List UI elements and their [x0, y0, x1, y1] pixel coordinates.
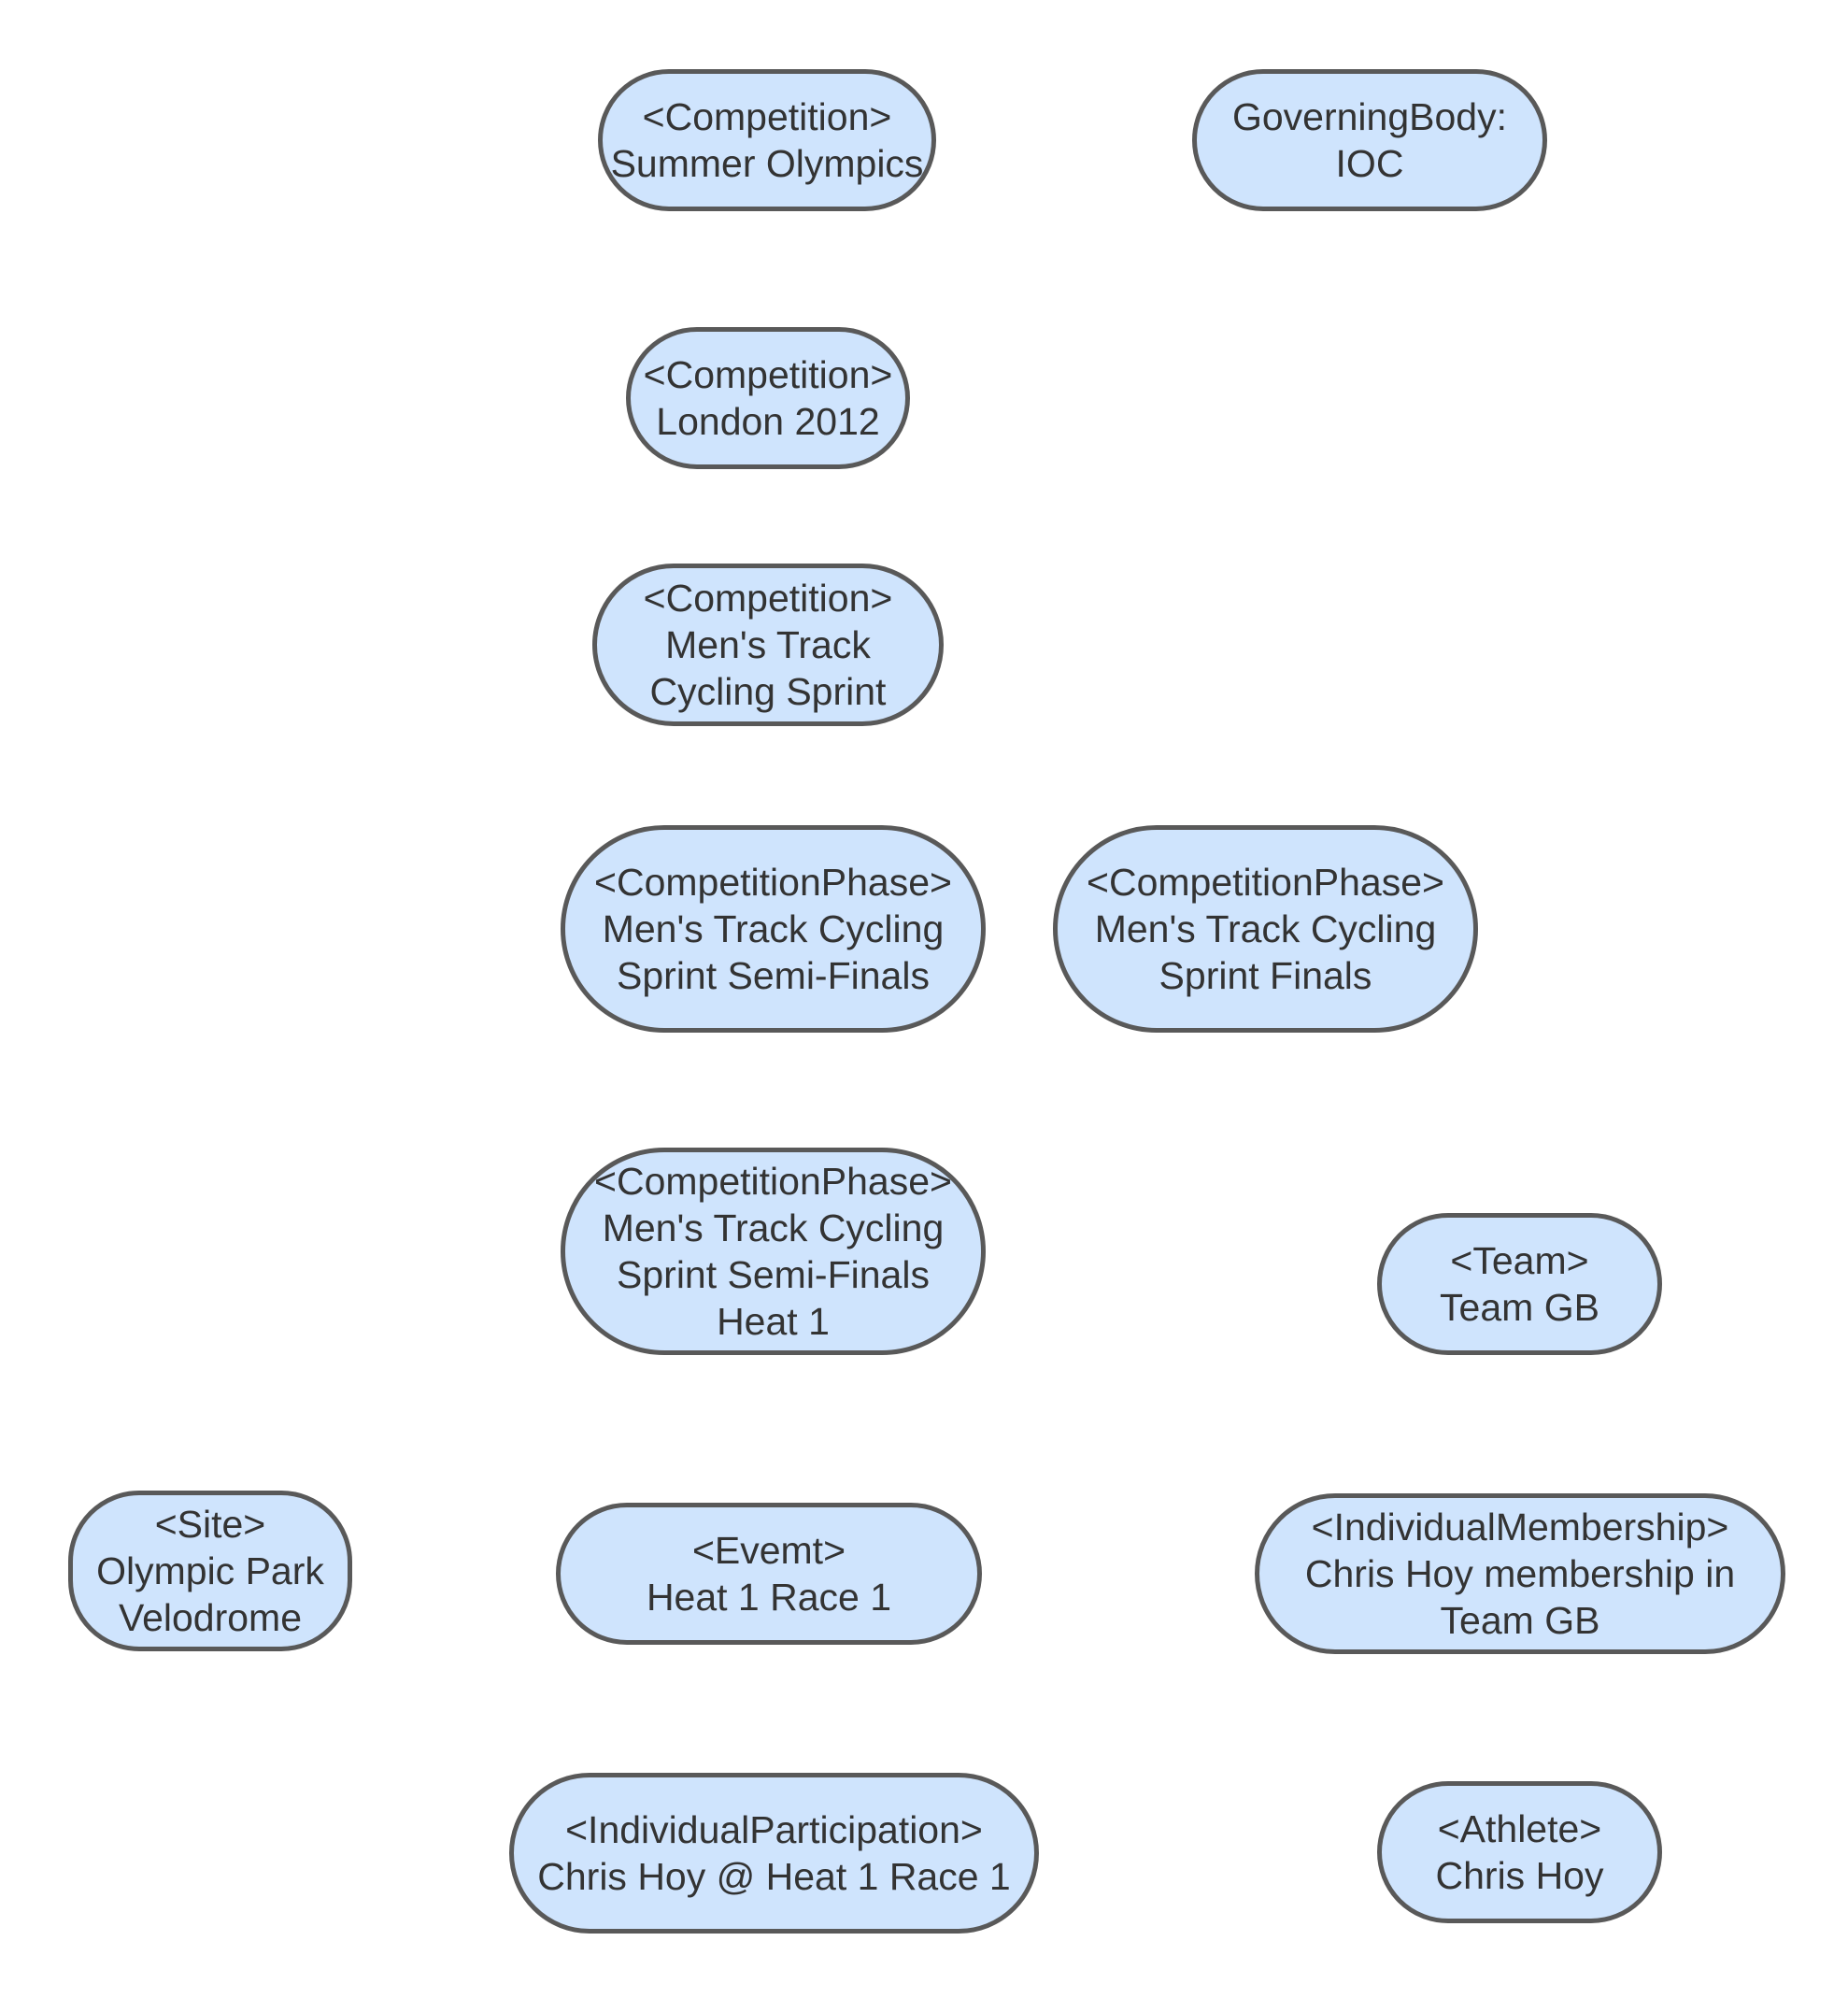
node-label: <Team> Team GB — [1440, 1237, 1599, 1331]
node-name-label: Men's Track Cycling — [602, 907, 945, 950]
node-type-label: <IndividualParticipation> — [565, 1808, 983, 1851]
node-label: <IndividualParticipation> Chris Hoy @ He… — [537, 1806, 1010, 1900]
node-phase-finals[interactable]: <CompetitionPhase> Men's Track Cycling S… — [1053, 825, 1478, 1033]
node-name-label: Men's Track Cycling — [602, 1206, 945, 1249]
node-type-label: <CompetitionPhase> — [594, 1160, 952, 1203]
node-competition-london-2012[interactable]: <Competition> London 2012 — [626, 327, 910, 469]
node-name-label: Olympic Park — [96, 1549, 324, 1592]
node-name-label: Heat 1 Race 1 — [646, 1576, 892, 1619]
node-label: <CompetitionPhase> Men's Track Cycling S… — [594, 859, 952, 999]
node-type-label: <CompetitionPhase> — [1087, 861, 1444, 904]
node-name-label: Cycling Sprint — [649, 670, 887, 713]
node-name-label: Sprint Semi-Finals — [617, 1253, 930, 1296]
node-athlete-chris-hoy[interactable]: <Athlete> Chris Hoy — [1377, 1781, 1662, 1923]
node-name-label: Velodrome — [118, 1596, 302, 1639]
node-name-label: Summer Olympics — [610, 142, 924, 185]
node-type-label: <Athlete> — [1437, 1807, 1602, 1850]
node-label: <Competition> Summer Olympics — [611, 93, 924, 187]
node-type-label: <Team> — [1450, 1239, 1589, 1282]
node-team-gb[interactable]: <Team> Team GB — [1377, 1213, 1662, 1355]
node-type-label: <Evemt> — [691, 1529, 846, 1572]
node-label: <CompetitionPhase> Men's Track Cycling S… — [1087, 859, 1444, 999]
node-competition-summer-olympics[interactable]: <Competition> Summer Olympics — [598, 69, 936, 211]
node-phase-semi-finals-heat-1[interactable]: <CompetitionPhase> Men's Track Cycling S… — [561, 1148, 986, 1355]
node-name-label: Sprint Semi-Finals — [617, 954, 930, 997]
node-individual-participation[interactable]: <IndividualParticipation> Chris Hoy @ He… — [509, 1773, 1039, 1934]
node-name-label: Team GB — [1440, 1286, 1599, 1329]
node-individual-membership[interactable]: <IndividualMembership> Chris Hoy members… — [1255, 1493, 1785, 1654]
node-phase-semi-finals[interactable]: <CompetitionPhase> Men's Track Cycling S… — [561, 825, 986, 1033]
node-site-olympic-park-velodrome[interactable]: <Site> Olympic Park Velodrome — [68, 1491, 352, 1651]
node-label: <CompetitionPhase> Men's Track Cycling S… — [594, 1158, 952, 1345]
node-name-label: Sprint Finals — [1159, 954, 1372, 997]
node-label: <IndividualMembership> Chris Hoy members… — [1305, 1504, 1735, 1644]
node-label: GoverningBody: IOC — [1232, 93, 1507, 187]
node-label: <Site> Olympic Park Velodrome — [96, 1501, 324, 1641]
node-type-label: <Competition> — [643, 577, 893, 620]
node-governing-body-ioc[interactable]: GoverningBody: IOC — [1192, 69, 1547, 211]
node-name-label: London 2012 — [656, 400, 880, 443]
node-name-label: Heat 1 — [717, 1300, 830, 1343]
node-name-label: Men's Track — [665, 623, 871, 666]
node-label: <Evemt> Heat 1 Race 1 — [647, 1527, 891, 1620]
node-label: <Competition> London 2012 — [644, 351, 893, 445]
node-label: <Athlete> Chris Hoy — [1436, 1805, 1604, 1899]
node-type-label: <Competition> — [643, 353, 893, 396]
node-name-label: Chris Hoy membership in — [1304, 1552, 1736, 1595]
node-type-label: <CompetitionPhase> — [594, 861, 952, 904]
node-name-label: Chris Hoy — [1435, 1854, 1604, 1897]
node-type-label: <Competition> — [642, 95, 892, 138]
node-name-label: Chris Hoy @ Heat 1 Race 1 — [537, 1855, 1011, 1898]
node-type-label: GoverningBody: — [1231, 95, 1507, 138]
node-event-heat-1-race-1[interactable]: <Evemt> Heat 1 Race 1 — [556, 1503, 982, 1645]
node-name-label: Men's Track Cycling — [1094, 907, 1437, 950]
node-name-label: IOC — [1335, 142, 1404, 185]
node-type-label: <Site> — [154, 1503, 266, 1546]
node-label: <Competition> Men's Track Cycling Sprint — [644, 575, 893, 715]
node-name-label: Team GB — [1440, 1599, 1600, 1642]
node-competition-mens-track-cycling-sprint[interactable]: <Competition> Men's Track Cycling Sprint — [592, 564, 944, 726]
node-type-label: <IndividualMembership> — [1311, 1506, 1729, 1548]
